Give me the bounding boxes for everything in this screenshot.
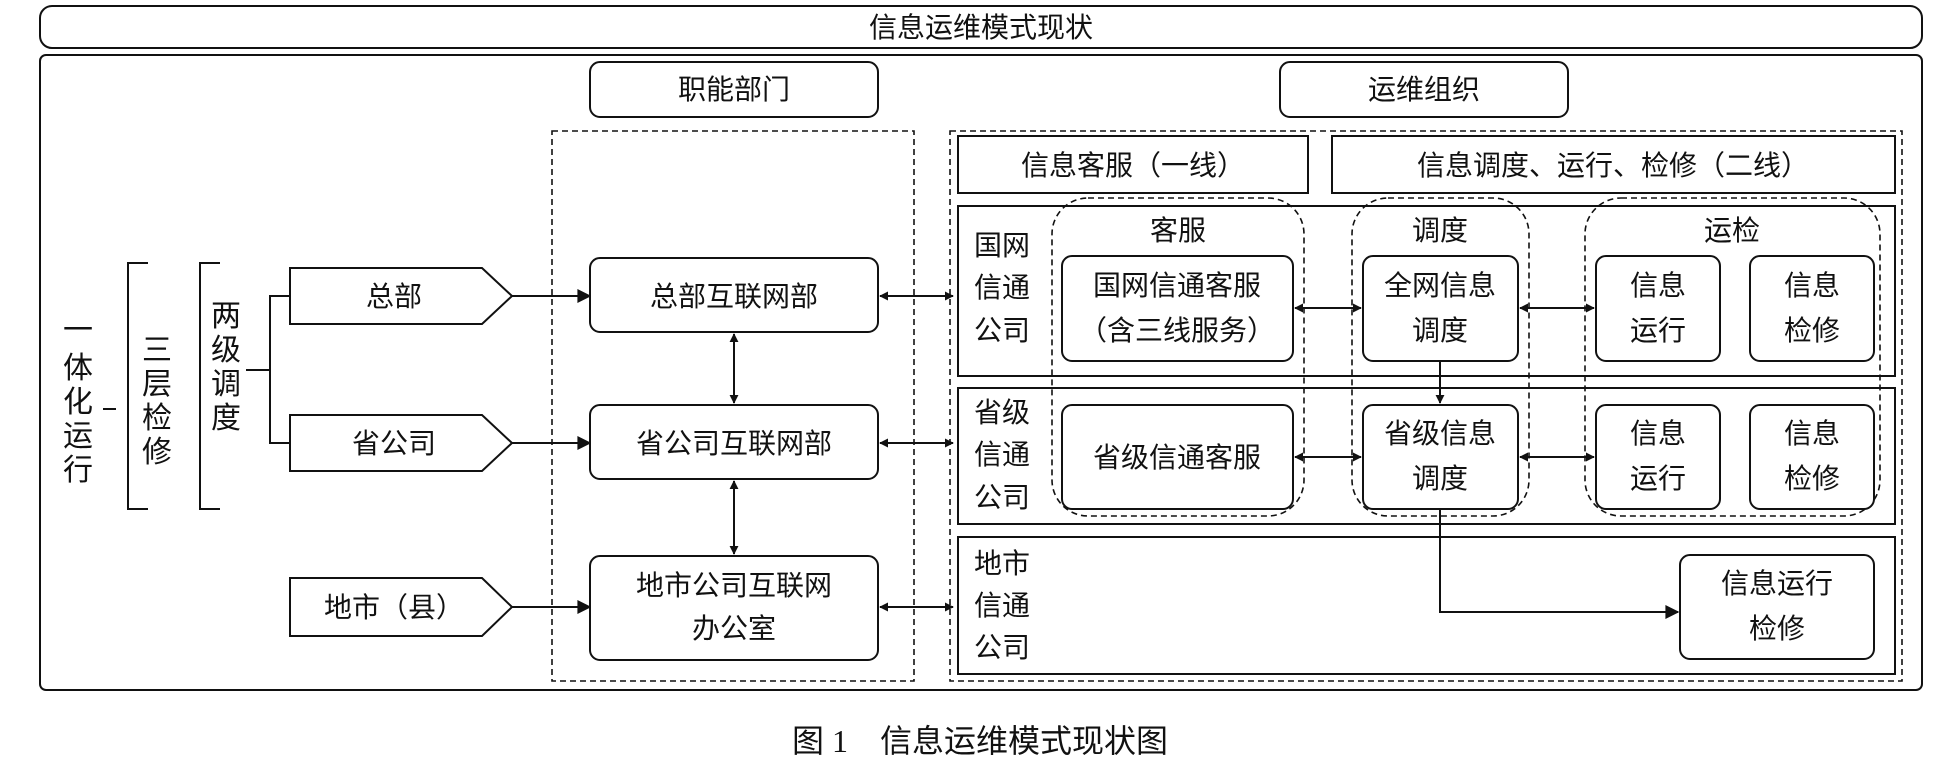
service-group	[1051, 197, 1305, 517]
level-prov: 省公司	[289, 414, 514, 472]
svg-text:两: 两	[211, 300, 241, 333]
sgcc-repair-box	[1749, 255, 1875, 362]
functional-header-box	[589, 61, 879, 118]
dispatch-group-label: 调度	[1412, 215, 1468, 247]
arrow-dispatch-city	[1439, 509, 1680, 619]
mode-brace	[103, 262, 148, 510]
dept-prov-box	[589, 404, 879, 480]
operations-header-box	[1279, 61, 1569, 118]
svg-text:信通: 信通	[974, 439, 1030, 471]
dept-city-line2: 办公室	[692, 613, 776, 645]
level-hq: 总部	[289, 267, 514, 325]
operations-header: 运维组织	[1368, 74, 1480, 106]
sgcc-repair-line2: 检修	[1784, 315, 1840, 347]
prov-service: 省级信通客服	[1093, 442, 1261, 474]
dispatch-group	[1351, 197, 1530, 517]
inspection-group	[1584, 197, 1881, 517]
prov-service-box	[1061, 404, 1294, 510]
org-sgcc-label: 国网 信通 公司	[974, 231, 1030, 347]
prov-dispatch-line2: 调度	[1412, 463, 1468, 495]
figure-caption: 图 1 信息运维模式现状图	[792, 723, 1168, 759]
dispatch-label: 两 级 调 度	[211, 300, 241, 435]
prov-run-box	[1595, 404, 1721, 510]
second-line-box	[1331, 135, 1896, 194]
dept-hq-box	[589, 257, 879, 333]
svg-text:地市: 地市	[974, 548, 1030, 580]
sgcc-dispatch-line2: 调度	[1412, 315, 1468, 347]
sgcc-run-box	[1595, 255, 1721, 362]
svg-text:行: 行	[63, 454, 93, 487]
repair-brace	[199, 262, 220, 510]
title-frame	[39, 5, 1923, 49]
city-om-box	[1679, 554, 1875, 660]
first-line-box	[957, 135, 1309, 194]
svg-text:调: 调	[211, 368, 241, 401]
city-om-line2: 检修	[1749, 613, 1805, 645]
functional-header: 职能部门	[678, 74, 790, 106]
dept-city-box	[589, 555, 879, 661]
prov-repair-line1: 信息	[1784, 418, 1840, 450]
level-city-label: 地市（县）	[324, 592, 464, 624]
svg-text:三: 三	[142, 334, 172, 367]
org-city-label: 地市 信通 公司	[974, 548, 1030, 664]
dept-hq: 总部互联网部	[650, 281, 818, 313]
service-group-label: 客服	[1150, 215, 1206, 247]
second-line-label: 信息调度、运行、检修（二线）	[1417, 150, 1809, 182]
first-line-label: 信息客服（一线）	[1021, 150, 1245, 182]
prov-repair-line2: 检修	[1784, 463, 1840, 495]
level-city: 地市（县）	[289, 577, 514, 637]
dept-prov: 省公司互联网部	[636, 428, 832, 460]
svg-text:省级: 省级	[974, 397, 1030, 429]
mode-label: 一 体 化 运 行	[63, 314, 93, 487]
svg-text:层: 层	[142, 368, 172, 401]
svg-text:公司: 公司	[974, 633, 1030, 664]
svg-text:化: 化	[63, 386, 93, 419]
svg-text:体: 体	[63, 352, 93, 385]
dept-city-line1: 地市公司互联网	[636, 570, 832, 602]
svg-text:修: 修	[142, 436, 172, 469]
sgcc-repair-line1: 信息	[1784, 270, 1840, 302]
sgcc-run-line2: 运行	[1630, 315, 1686, 347]
repair-label: 三 层 检 修	[142, 334, 172, 469]
svg-text:一: 一	[63, 314, 93, 347]
svg-text:信通: 信通	[974, 590, 1030, 622]
prov-run-line1: 信息	[1630, 418, 1686, 450]
diagram-title: 信息运维模式现状	[869, 12, 1093, 44]
svg-text:公司: 公司	[974, 316, 1030, 347]
svg-text:级: 级	[211, 334, 241, 367]
prov-dispatch-line1: 省级信息	[1384, 418, 1496, 450]
sgcc-dispatch-line1: 全网信息	[1384, 270, 1496, 302]
level-hq-label: 总部	[366, 281, 422, 313]
sgcc-run-line1: 信息	[1630, 270, 1686, 302]
sgcc-service-line1: 国网信通客服	[1093, 270, 1261, 302]
svg-text:度: 度	[211, 402, 241, 435]
svg-text:信通: 信通	[974, 272, 1030, 304]
svg-text:公司: 公司	[974, 483, 1030, 514]
operations-region	[949, 130, 1903, 682]
svg-text:国网: 国网	[974, 231, 1030, 262]
sgcc-service-line2: （含三线服务）	[1079, 315, 1275, 347]
sgcc-service-box	[1061, 255, 1294, 362]
svg-text:运: 运	[63, 420, 93, 453]
functional-region	[551, 130, 915, 682]
org-prov-label: 省级 信通 公司	[974, 397, 1030, 514]
city-om-line1: 信息运行	[1721, 568, 1833, 600]
dispatch-brace	[246, 295, 290, 444]
inspection-group-label: 运检	[1704, 215, 1760, 247]
prov-run-line2: 运行	[1630, 463, 1686, 495]
level-prov-label: 省公司	[352, 428, 436, 460]
svg-text:检: 检	[142, 402, 172, 435]
prov-repair-box	[1749, 404, 1875, 510]
